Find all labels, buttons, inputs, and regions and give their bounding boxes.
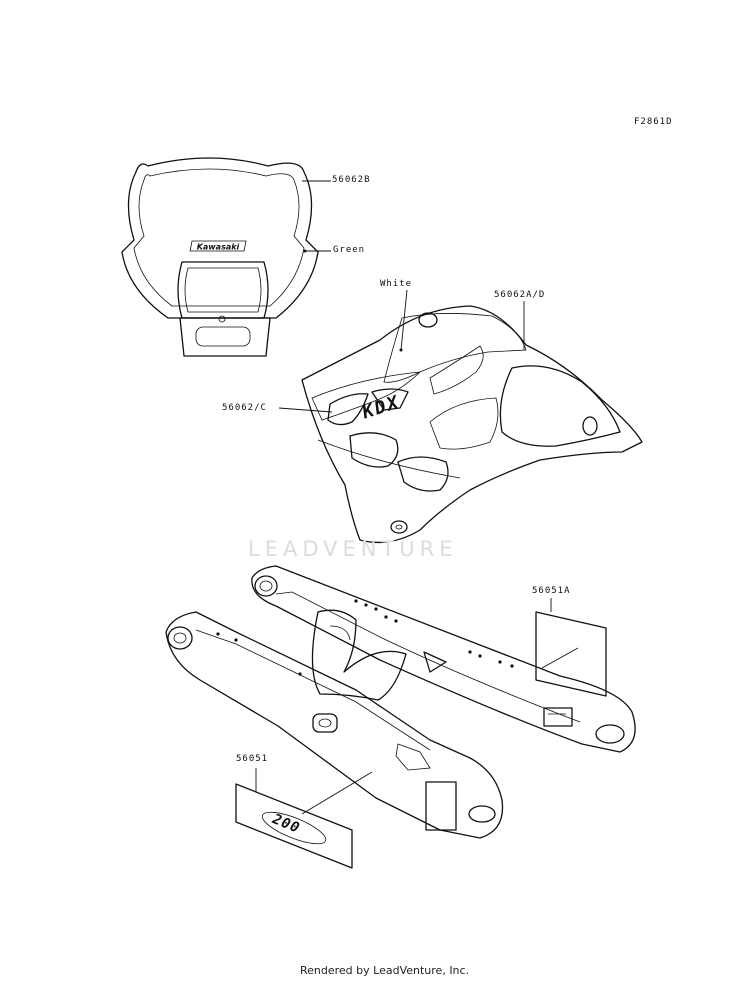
headlight-cover: [121, 157, 319, 357]
leader-56051a: [541, 647, 579, 669]
side-shroud: [301, 305, 643, 544]
label-56062a-d: 56062A/D: [494, 290, 546, 300]
decal-56051a: [535, 611, 607, 697]
label-white: White: [380, 279, 413, 289]
kawasaki-decal-text: Kawasaki: [197, 243, 240, 252]
swingarm: [165, 565, 636, 839]
leader-56051: [301, 771, 373, 815]
label-56062-c: 56062/C: [222, 403, 267, 413]
leader-56062c: [278, 407, 333, 413]
leadventure-watermark: LEADVENTURE: [248, 537, 458, 561]
decal-56051: [235, 783, 353, 869]
figure-code: F2861D: [634, 117, 673, 127]
label-green: Green: [333, 245, 366, 255]
footer-credit: Rendered by LeadVenture, Inc.: [300, 964, 470, 977]
leader-dot-green: [303, 249, 307, 253]
label-56051: 56051: [236, 754, 269, 764]
leader-white: [400, 289, 408, 351]
label-56062b: 56062B: [332, 175, 371, 185]
leader-dot-white: [399, 348, 403, 352]
label-56051a: 56051A: [532, 586, 571, 596]
